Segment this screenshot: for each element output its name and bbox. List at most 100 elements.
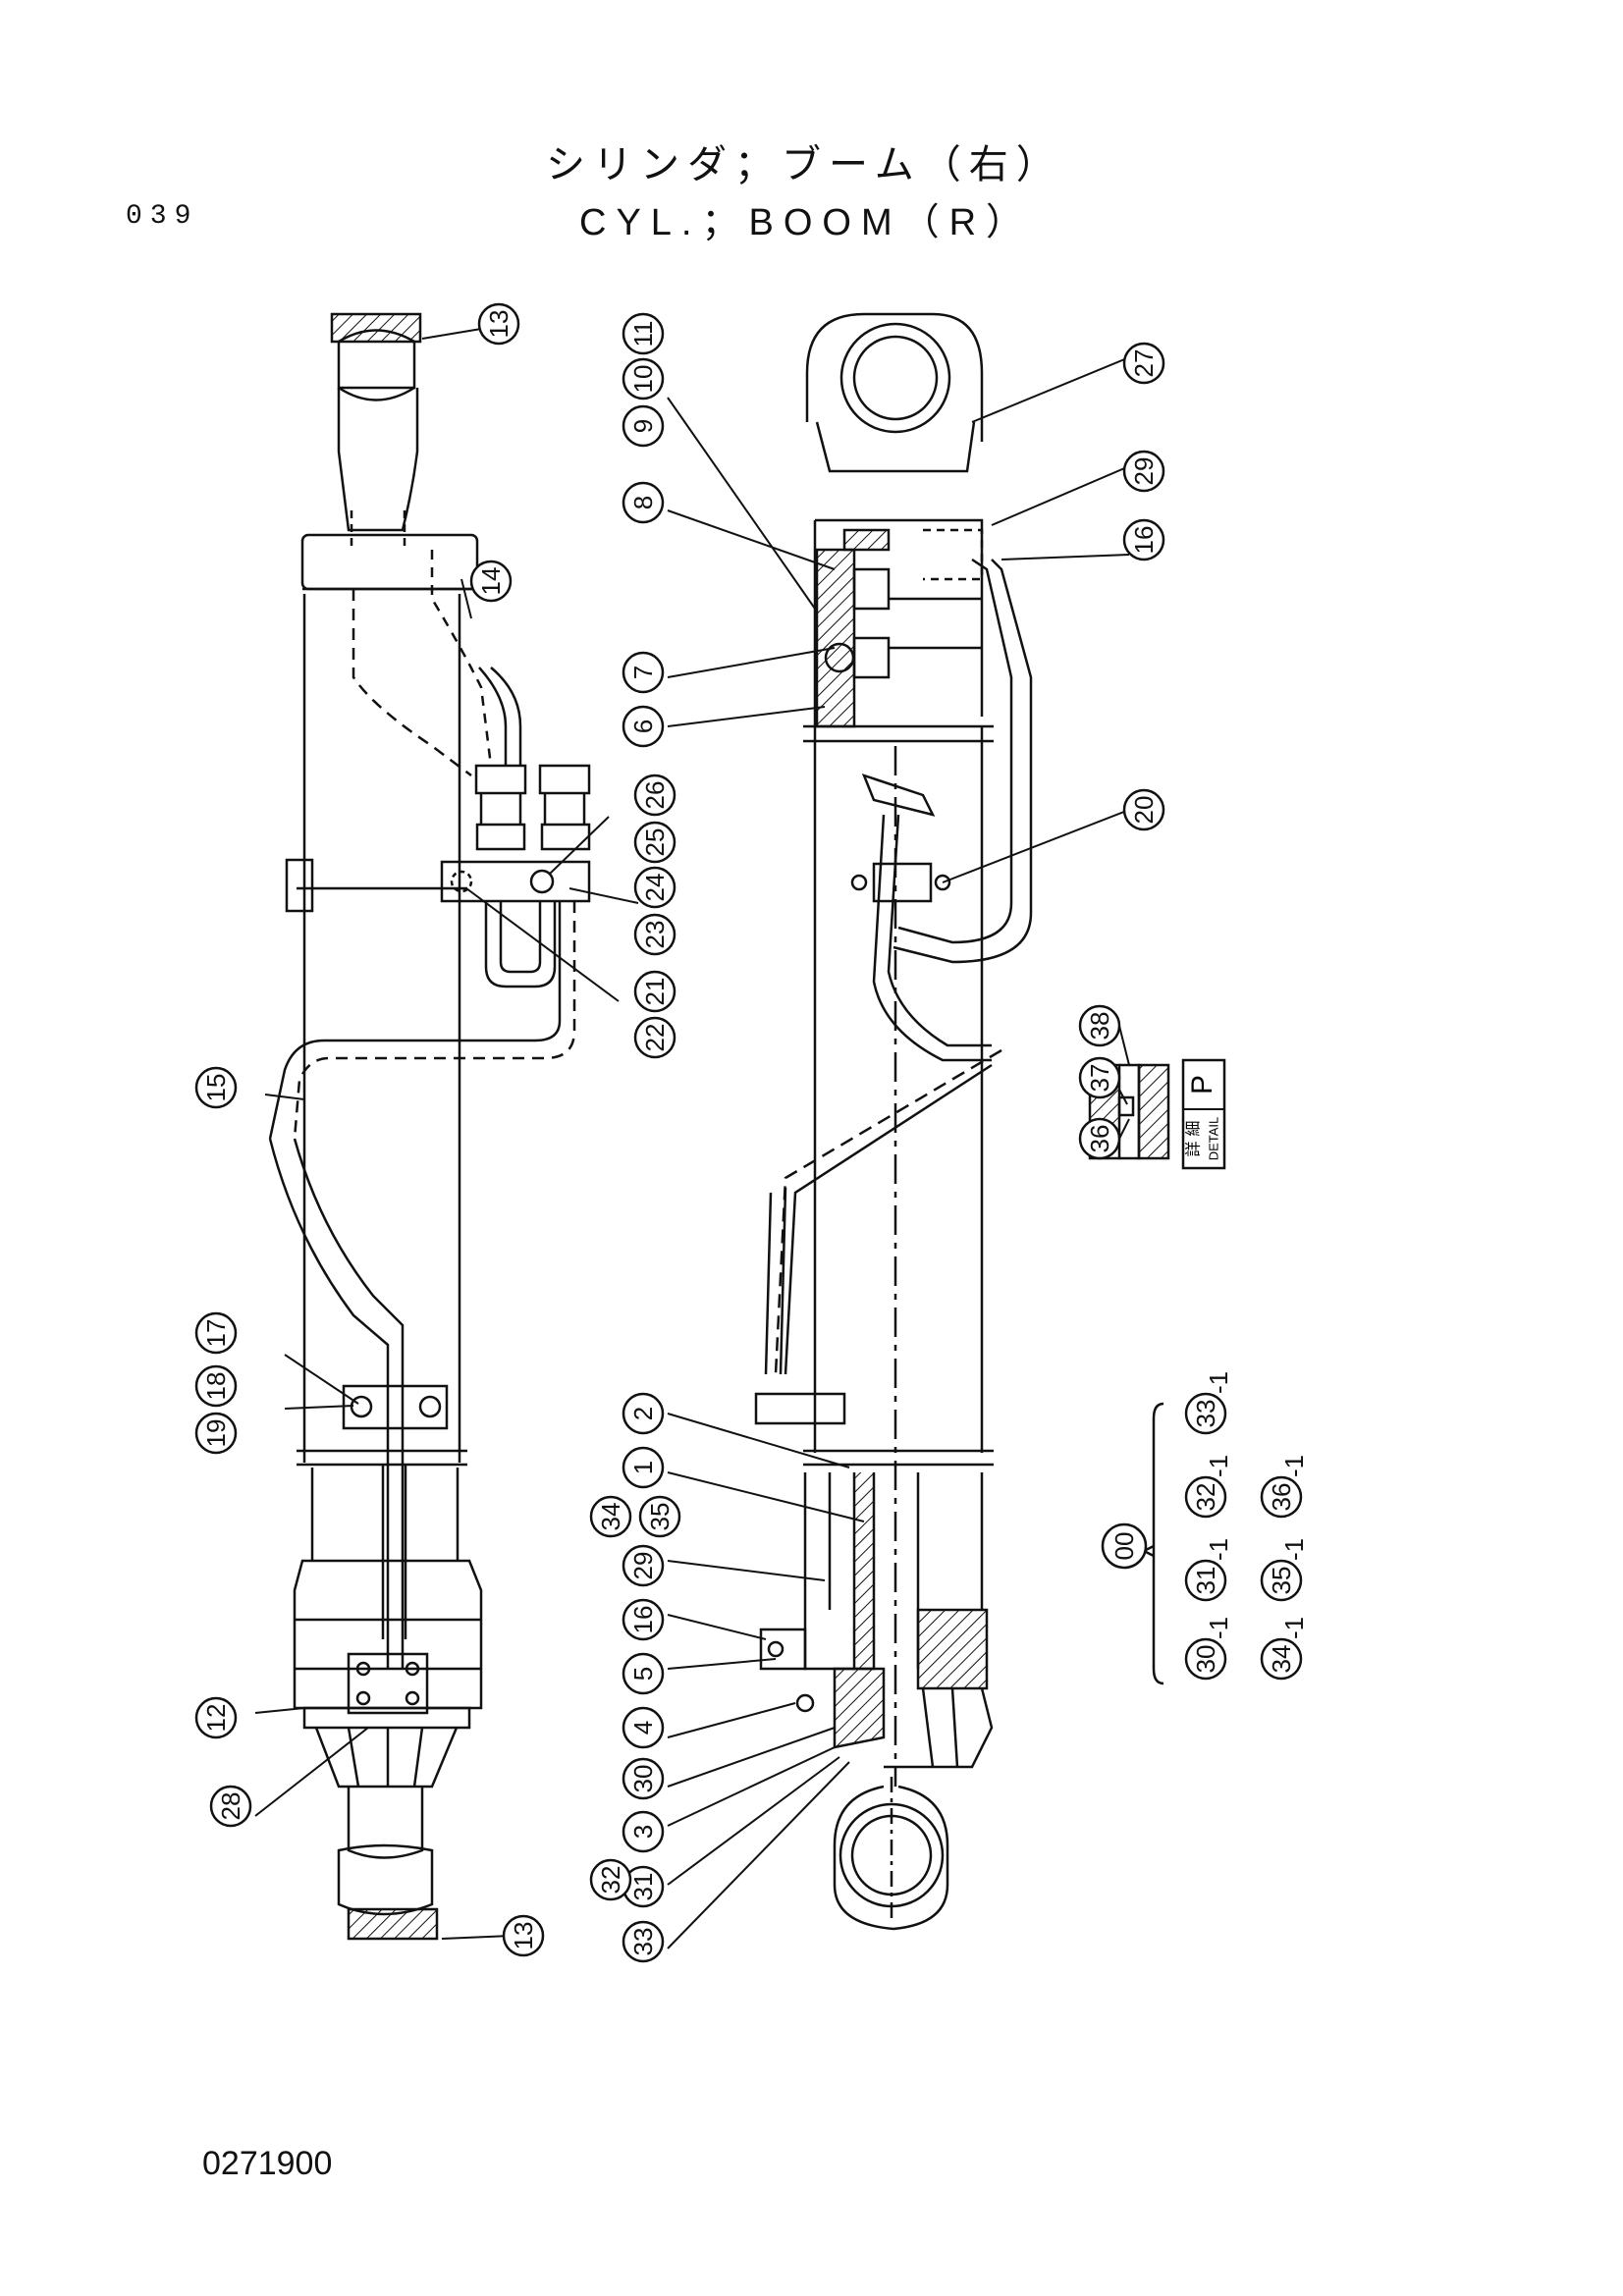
callout-right-37: 37	[1078, 1056, 1121, 1099]
kit-bracket	[1152, 1402, 1164, 1685]
callout-number: 24	[640, 874, 670, 902]
callout-number: 13	[484, 310, 514, 339]
title-japanese: シリンダ；ブーム（右）	[546, 142, 1063, 187]
callout-right-36: 36	[1078, 1117, 1121, 1160]
callout-balloon	[589, 1858, 632, 1901]
callout-number: 33	[1191, 1400, 1220, 1428]
callout-number: 10	[628, 365, 658, 394]
callout-number: 33	[628, 1928, 658, 1956]
callout-kit-00: 00	[1101, 1522, 1148, 1570]
detail-label-box: P 詳 細 DETAIL	[1181, 1058, 1226, 1170]
kit-suffix: -1	[1279, 1455, 1309, 1477]
callout-balloon	[622, 1544, 665, 1587]
callout-number: 34	[596, 1503, 625, 1531]
callout-number: 22	[640, 1024, 670, 1052]
callout-number: 6	[628, 720, 658, 733]
callout-number: 32	[1191, 1483, 1220, 1512]
page-number: 039	[126, 201, 199, 232]
callout-number: 20	[1129, 796, 1159, 825]
callout-number: 35	[645, 1503, 675, 1531]
callout-left-25: 25	[633, 821, 676, 864]
callout-balloon	[477, 302, 520, 346]
callout-number: 18	[201, 1372, 231, 1401]
callout-number: 9	[628, 419, 658, 433]
callout-mid-2: 2	[622, 1392, 665, 1435]
callout-balloon	[1078, 1056, 1121, 1099]
center-cylinder-view	[754, 312, 1033, 1931]
callout-number: 15	[201, 1074, 231, 1102]
callout-mid-32: 32	[589, 1858, 632, 1901]
kit-suffix: -1	[1204, 1538, 1233, 1561]
callout-balloon	[209, 1785, 252, 1828]
callout-balloon	[1122, 342, 1165, 385]
callout-balloon	[1184, 1475, 1227, 1519]
callout-number: 12	[201, 1704, 231, 1733]
callout-mid-10: 10	[622, 357, 665, 400]
callout-number: 23	[640, 921, 670, 949]
callout-balloon	[622, 705, 665, 748]
callout-mid-6: 6	[622, 705, 665, 748]
kit-suffix: -1	[1279, 1617, 1309, 1639]
kit-suffix: -1	[1204, 1617, 1233, 1639]
callout-kit-33: 33-1	[1184, 1371, 1233, 1435]
callout-balloon	[622, 404, 665, 448]
callout-balloon	[1122, 788, 1165, 831]
callout-balloon	[622, 1757, 665, 1800]
callout-balloon	[502, 1914, 545, 1957]
callout-number: 13	[509, 1922, 538, 1950]
callout-number: 36	[1267, 1483, 1296, 1512]
callout-left-24: 24	[633, 866, 676, 909]
drawing-number: 0271900	[202, 2145, 333, 2182]
callout-balloon	[1122, 450, 1165, 493]
callout-balloon	[589, 1495, 632, 1538]
callout-balloon	[1078, 1117, 1121, 1160]
callout-number: 3	[628, 1825, 658, 1839]
callout-number: 32	[596, 1866, 625, 1895]
callout-balloon	[622, 1392, 665, 1435]
callout-balloon	[633, 1016, 676, 1059]
callout-number: 14	[476, 567, 506, 596]
callout-right-38: 38	[1078, 1004, 1121, 1047]
callout-balloon	[633, 866, 676, 909]
callout-number: 11	[628, 321, 658, 347]
callout-balloon	[194, 1311, 238, 1355]
callout-balloon	[1078, 1004, 1121, 1047]
callout-number: 27	[1129, 349, 1159, 378]
callout-left-19: 19	[194, 1412, 238, 1455]
callout-balloon	[622, 1446, 665, 1489]
callout-number: 28	[216, 1792, 245, 1821]
callout-left-23: 23	[633, 913, 676, 956]
callout-mid-8: 8	[622, 481, 665, 524]
callout-left-18: 18	[194, 1364, 238, 1408]
callout-balloon	[1184, 1559, 1227, 1602]
callout-number: 19	[201, 1419, 231, 1448]
callout-left-28: 28	[209, 1785, 252, 1828]
callout-left-13-bottom: 13	[502, 1914, 545, 1957]
callout-number: 31	[628, 1873, 658, 1901]
detail-letter: P	[1186, 1075, 1218, 1095]
detail-label-en: DETAIL	[1206, 1117, 1220, 1161]
kit-suffix: -1	[1204, 1371, 1233, 1394]
detail-label-jp: 詳 細	[1184, 1120, 1203, 1156]
callout-right-20: 20	[1122, 788, 1165, 831]
callout-kit-34: 34-1	[1260, 1617, 1309, 1681]
callout-balloon	[622, 1652, 665, 1695]
callout-balloon	[633, 913, 676, 956]
callout-mid-7: 7	[622, 651, 665, 694]
callout-balloon	[633, 970, 676, 1013]
callout-balloon	[1184, 1637, 1227, 1681]
callout-mid-29b: 29	[622, 1544, 665, 1587]
callout-mid-30: 30	[622, 1757, 665, 1800]
callout-number: 21	[640, 978, 670, 1006]
callout-right-29: 29	[1122, 450, 1165, 493]
callout-number: 4	[628, 1721, 658, 1735]
callout-number: 26	[640, 781, 670, 810]
callout-balloon	[622, 312, 665, 355]
callout-kit-32: 32-1	[1184, 1455, 1233, 1519]
callout-number: 36	[1085, 1125, 1114, 1153]
callout-left-22: 22	[633, 1016, 676, 1059]
callout-balloon	[622, 357, 665, 400]
callout-left-21: 21	[633, 970, 676, 1013]
callout-balloon	[1260, 1637, 1303, 1681]
